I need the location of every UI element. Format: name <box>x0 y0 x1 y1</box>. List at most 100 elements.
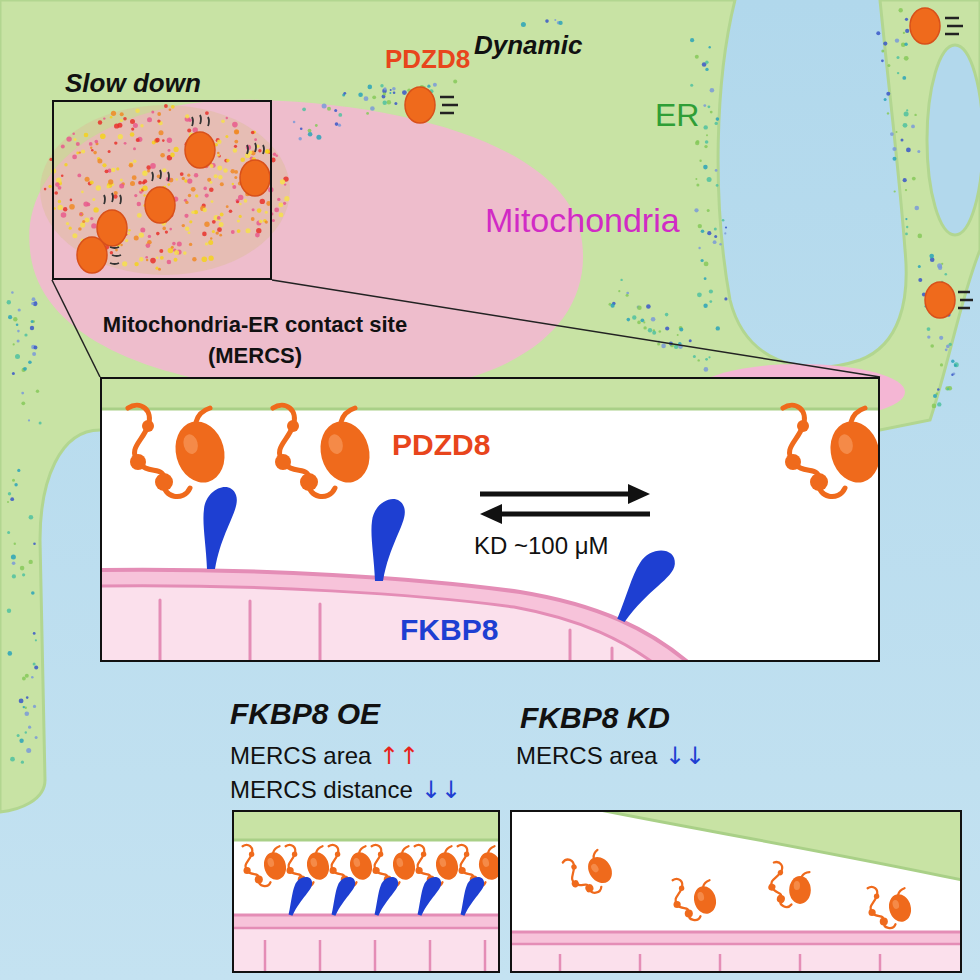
panel-frame <box>52 100 272 280</box>
tracking-dot <box>96 185 101 190</box>
tracking-dot <box>174 147 179 152</box>
tracking-dot <box>202 232 207 237</box>
tracking-dot <box>32 297 36 301</box>
tracking-dot <box>626 294 629 297</box>
tracking-dot <box>240 157 245 162</box>
tracking-dot <box>129 163 133 167</box>
tracking-dot <box>55 182 60 187</box>
tracking-dot <box>665 313 669 317</box>
tracking-dot <box>661 344 666 349</box>
tracking-dot <box>895 38 899 42</box>
fkbp8-protein <box>459 875 486 919</box>
organelle-name: Mitochondria <box>485 200 680 241</box>
tracking-dot <box>704 145 707 148</box>
tracking-dot <box>725 226 727 228</box>
tracking-dot <box>881 59 884 62</box>
tracking-dot <box>239 203 242 206</box>
zoom-box: Slow down <box>52 68 272 280</box>
tracking-dot <box>81 149 85 153</box>
tracking-dot <box>226 205 229 208</box>
tracking-dot <box>8 492 11 495</box>
tracking-dot <box>274 208 279 213</box>
tracking-dot <box>18 308 21 311</box>
tracking-dot <box>905 18 908 21</box>
pdzd8-protein <box>128 405 231 496</box>
tracking-dot <box>12 479 15 482</box>
tracking-dot <box>705 140 709 144</box>
tracking-dot <box>100 134 106 140</box>
tracking-dot <box>559 21 563 25</box>
tracking-dot <box>16 324 19 327</box>
tracking-dot <box>370 106 375 111</box>
state-label: Dynamic <box>474 30 582 61</box>
tracking-dot <box>358 92 363 97</box>
fkbp8-protein <box>614 543 679 631</box>
tracking-dot <box>102 163 106 167</box>
tracking-dot <box>881 50 884 53</box>
tracking-dot <box>703 304 707 308</box>
tracking-dot <box>128 232 130 234</box>
tracking-dot <box>17 469 20 472</box>
tracking-dot <box>76 142 80 146</box>
tracking-dot <box>277 198 280 201</box>
tracking-dot <box>217 216 221 220</box>
er-hole <box>927 45 980 235</box>
tracking-dot <box>157 119 160 122</box>
effect-text: MERCS distance <box>230 776 413 805</box>
tracking-dot <box>646 304 651 309</box>
tracking-dot <box>164 104 168 108</box>
tracking-dot <box>169 228 172 231</box>
tracking-dot <box>618 290 620 292</box>
motion-mark <box>104 193 121 204</box>
tracking-dot <box>275 154 278 157</box>
tracking-dot <box>886 92 890 96</box>
tracking-dot <box>148 235 151 238</box>
tracking-dot <box>945 273 948 276</box>
tracking-dot <box>170 153 175 158</box>
tracking-dot <box>951 374 953 376</box>
tracking-dot <box>130 181 135 186</box>
outer-membrane <box>512 932 960 971</box>
tracking-dot <box>64 163 67 166</box>
tracking-dot <box>697 292 702 297</box>
tracking-dot <box>651 317 656 322</box>
tracking-dot <box>120 119 123 122</box>
tracking-dot <box>705 61 708 64</box>
tracking-dot <box>188 231 191 234</box>
affinity-value: KD ~100 μM <box>474 532 609 561</box>
tracking-dot <box>54 191 58 195</box>
er-membrane <box>102 379 878 409</box>
tracking-dot <box>30 326 34 330</box>
tracking-dot <box>209 181 212 184</box>
tracking-dot <box>699 160 701 162</box>
inner-membrane-edge <box>234 927 498 930</box>
tracking-dot <box>696 140 700 144</box>
inner-membrane <box>234 928 498 971</box>
tracking-dot <box>427 85 430 88</box>
tracking-dot <box>679 327 683 331</box>
tracking-dot <box>951 360 954 363</box>
tracking-dot <box>10 497 14 501</box>
tracking-dot <box>61 145 65 149</box>
tracking-dot <box>383 101 387 105</box>
tracking-dot <box>887 64 890 67</box>
tracking-dot <box>714 235 717 238</box>
tracking-dot <box>56 178 61 183</box>
tracking-dot <box>234 140 238 144</box>
tracking-dot <box>226 159 230 163</box>
tracking-dot <box>218 154 221 157</box>
tracking-dot <box>695 55 699 59</box>
tracking-dot <box>44 188 47 191</box>
tracking-dot <box>103 117 105 119</box>
tracking-dot <box>80 213 83 216</box>
pdzd8-particle <box>97 193 127 246</box>
tracking-dot <box>706 134 708 136</box>
tracking-dot <box>954 362 959 367</box>
tracking-dot <box>453 80 457 84</box>
tracking-dot <box>134 235 139 240</box>
tracking-dot <box>677 334 679 336</box>
tracking-dot <box>693 355 696 358</box>
inner-membrane-edge <box>512 943 960 946</box>
tracking-dot <box>195 194 198 197</box>
